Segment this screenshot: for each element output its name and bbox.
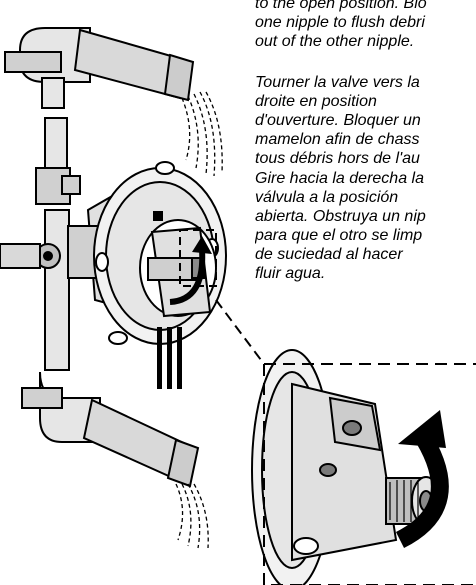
instruction-line: to the open position. Blo xyxy=(255,0,427,12)
instruction-line: Gire hacia la derecha la xyxy=(255,170,424,187)
water-flow-top xyxy=(181,91,223,177)
water-flow-bottom xyxy=(175,483,209,549)
lower-supply-pipe xyxy=(21,371,200,488)
callout-leader-line xyxy=(215,299,265,365)
detail-callout-box xyxy=(179,229,217,287)
instruction-line: válvula a la posición xyxy=(255,189,399,206)
instruction-line: tous débris hors de l'au xyxy=(255,150,420,167)
instruction-line: mamelon afin de chass xyxy=(255,131,420,148)
instructions-french: Tourner la valve vers la droite en posit… xyxy=(255,73,476,168)
instruction-line: out of the other nipple. xyxy=(255,33,415,50)
large-rotate-arrow-icon xyxy=(395,410,449,549)
instruction-line: one nipple to flush debri xyxy=(255,14,425,31)
enlarged-detail-view xyxy=(251,349,476,585)
instruction-line: Tourner la valve vers la xyxy=(255,74,420,91)
instructions-english: to the open position. Blo one nipple to … xyxy=(255,0,476,51)
detail-view-border xyxy=(263,363,476,585)
instruction-line: para que el otro se limp xyxy=(255,227,423,244)
instruction-line: abierta. Obstruya un nip xyxy=(255,208,426,225)
instruction-line: droite en position xyxy=(255,93,377,110)
instructions-spanish: Gire hacia la derecha la válvula a la po… xyxy=(255,169,476,283)
instruction-line: de suciedad al hacer xyxy=(255,246,403,263)
rotate-arrow-icon xyxy=(169,236,212,305)
vertical-risers xyxy=(35,77,81,371)
instruction-line: fluir agua. xyxy=(255,265,326,282)
instruction-line: d'ouverture. Bloquer un xyxy=(255,112,421,129)
upper-supply-pipe xyxy=(4,27,195,102)
